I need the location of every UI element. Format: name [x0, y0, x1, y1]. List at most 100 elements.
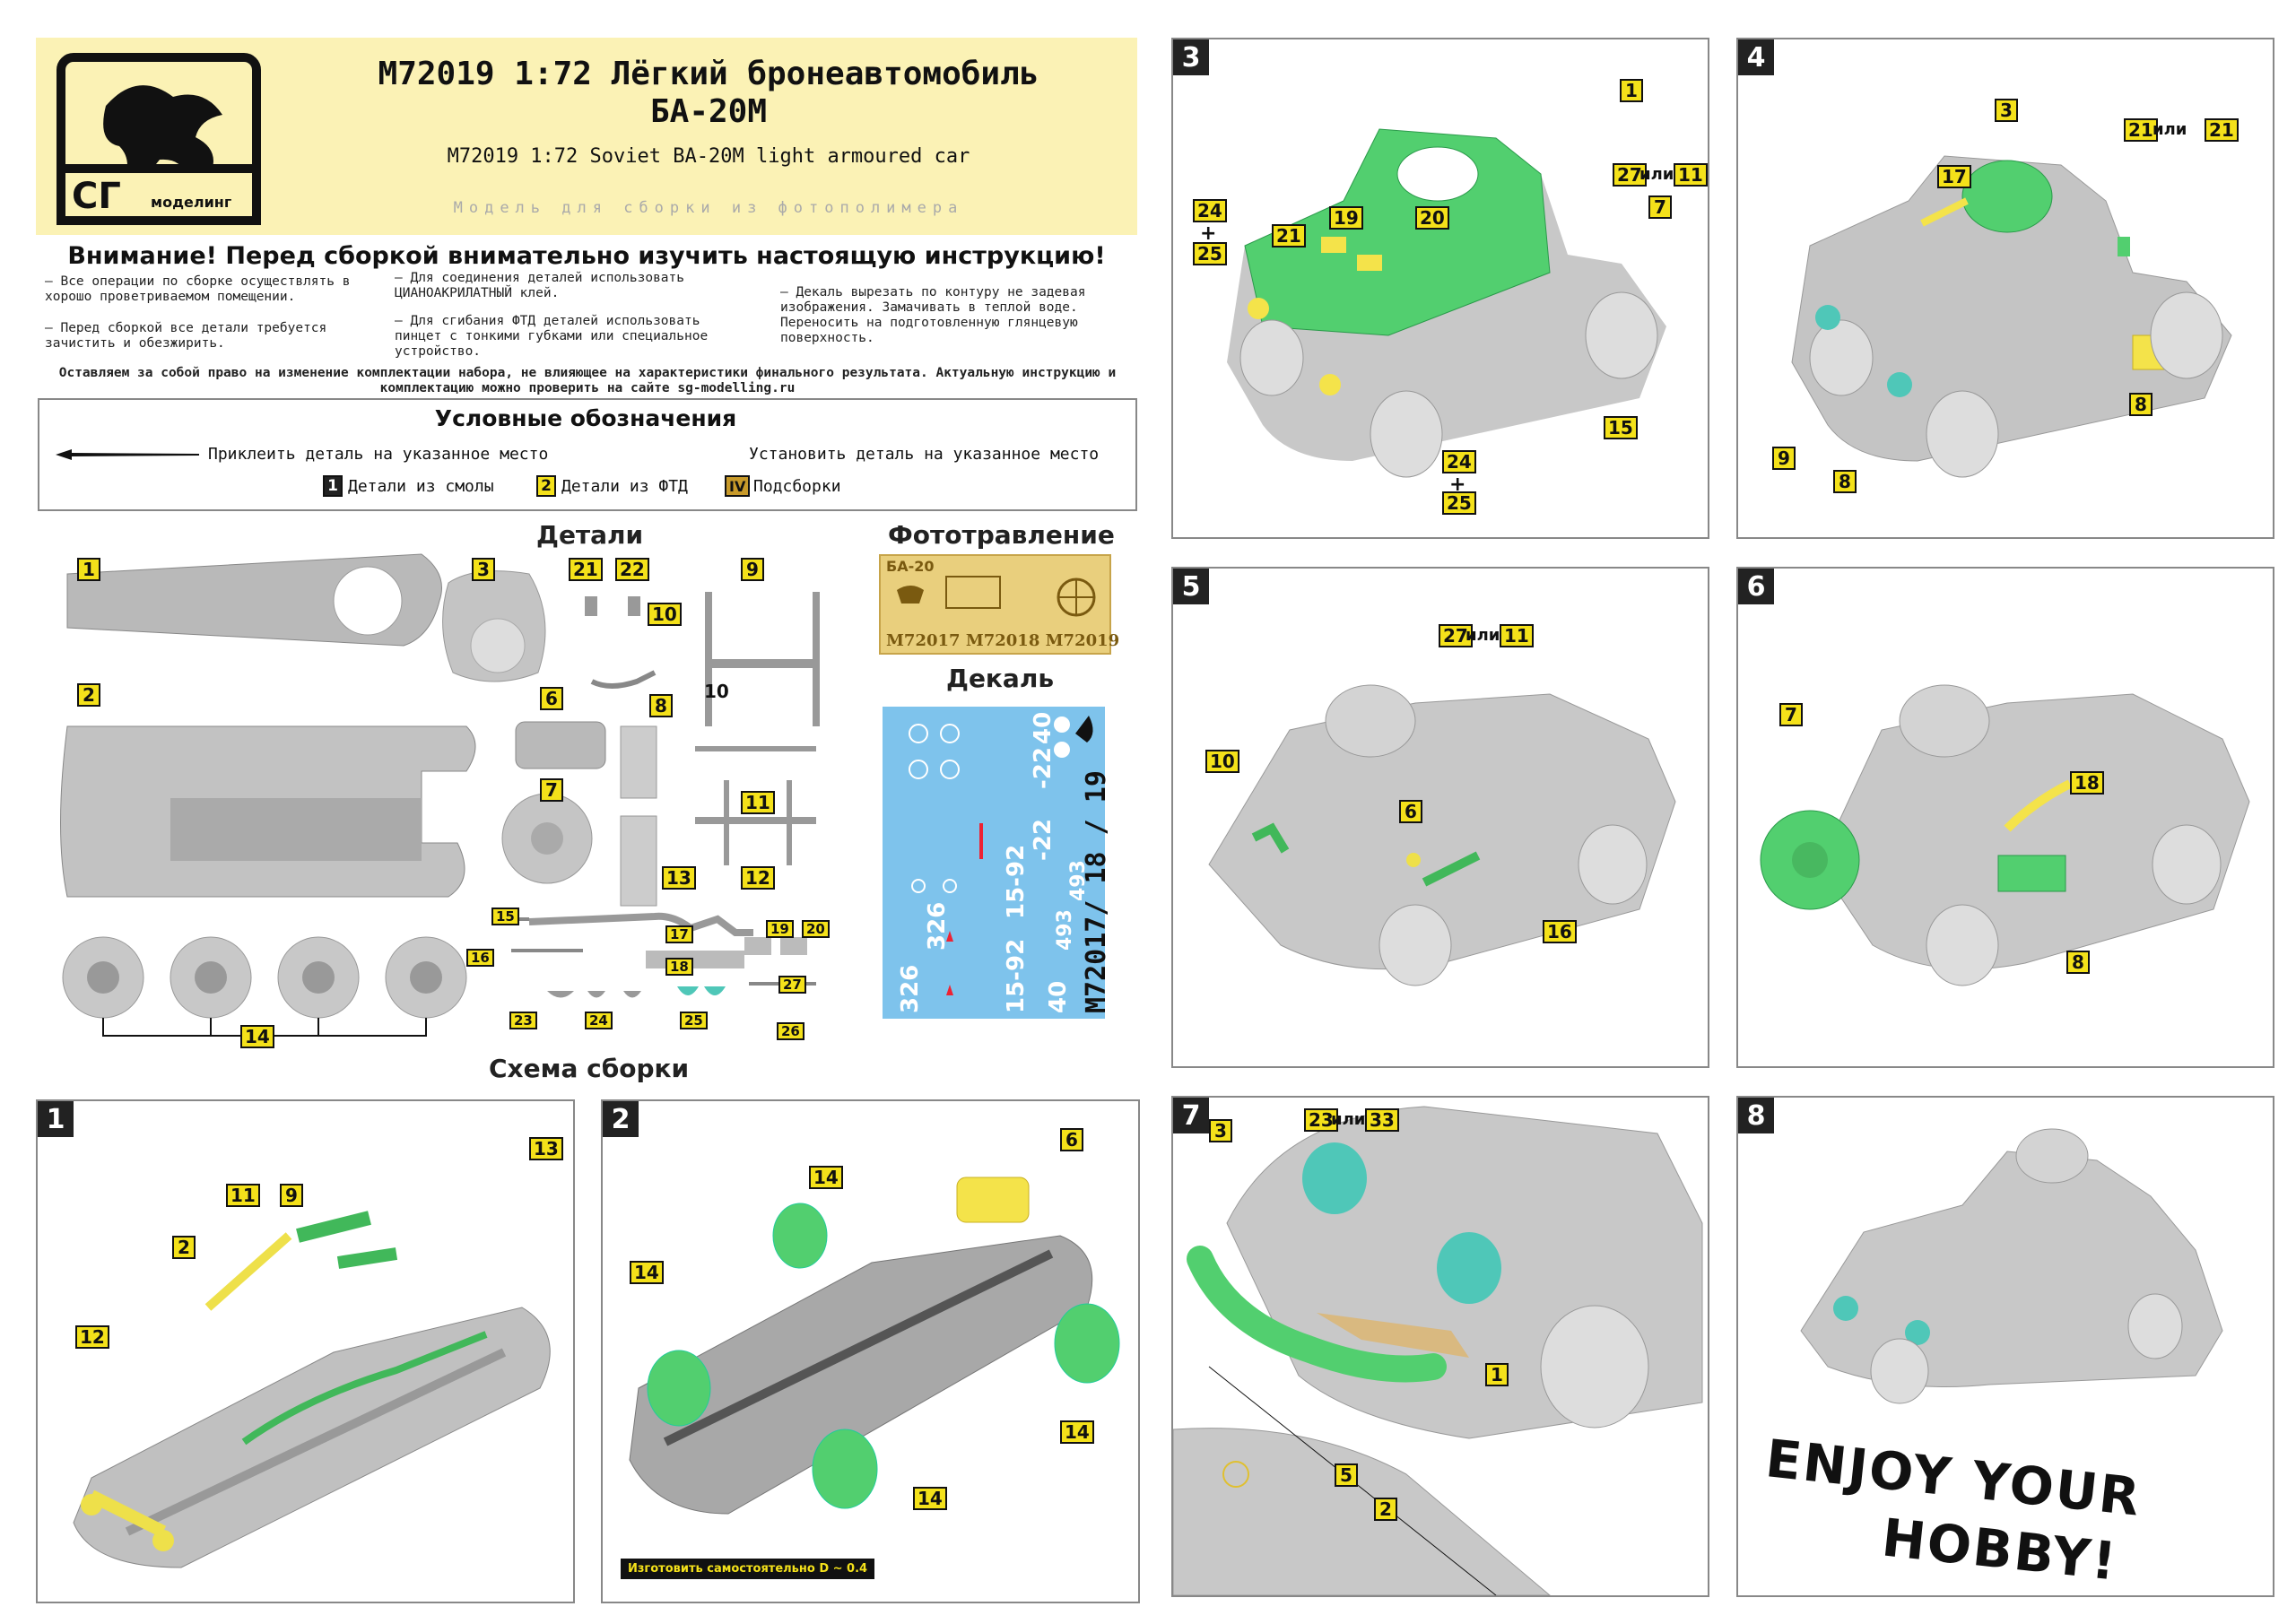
part-tag-26: 26	[777, 1022, 804, 1040]
decal-symbols-icon	[909, 716, 1093, 995]
step-2-chassis-drawing	[629, 1177, 1120, 1515]
decal-sheet	[883, 707, 1105, 1019]
assembly-title: Схема сборки	[489, 1054, 690, 1083]
part-tag-19: 19	[766, 920, 794, 938]
step-8-car-drawing	[1800, 1128, 2223, 1404]
step-3-tag-7: 7	[1648, 195, 1672, 219]
warning-title: Внимание! Перед сборкой внимательно изуч…	[67, 242, 1106, 270]
step-5-tag-11: 11	[1500, 624, 1534, 647]
part-tag-24: 24	[585, 1012, 613, 1029]
part-tag-11: 11	[741, 791, 775, 814]
step-5-panel: 5 27 или 11 10 6 16	[1171, 567, 1709, 1068]
legend-box	[38, 398, 1137, 511]
step-3-plus-a: +	[1200, 222, 1217, 245]
step-7-tag-2: 2	[1374, 1498, 1397, 1521]
step-1-chassis-drawing	[73, 1211, 551, 1568]
step-2-panel: 2 14 6 14 14 14 Изготовить самостоятельн…	[601, 1099, 1140, 1603]
step-4-tag-9: 9	[1772, 447, 1796, 470]
photoetch-codes: M72017 M72018 M72019	[886, 631, 1120, 650]
step-1-panel: 1 11 9 13 2 12	[36, 1099, 575, 1603]
warning-col3-a: – Декаль вырезать по контуру не задевая …	[780, 285, 1086, 345]
step-3-number: 3	[1173, 39, 1209, 75]
step-6-number: 6	[1738, 569, 1774, 604]
legend-pe-tag: 2	[536, 475, 556, 497]
part-tag-7: 7	[540, 778, 563, 802]
step-3-tag-24a: 24	[1193, 199, 1227, 222]
step-6-car-drawing	[1760, 684, 2250, 986]
step-5-car-drawing	[1208, 684, 1676, 986]
step-5-tag-27: 27	[1439, 624, 1473, 647]
warning-col1-b: – Перед сборкой все детали требуется зач…	[45, 321, 327, 351]
step-3-tag-25b: 25	[1442, 491, 1476, 515]
step-1-tag-12: 12	[75, 1325, 109, 1349]
part-tag-25: 25	[680, 1012, 708, 1029]
part-tag-14: 14	[240, 1025, 274, 1048]
step-3-tag-24b: 24	[1442, 450, 1476, 473]
warning-col2-a: – Для соединения деталей использовать ЦИ…	[395, 271, 685, 300]
step-5-tag-6: 6	[1399, 800, 1422, 823]
legend-pe: Детали из ФТД	[561, 477, 688, 496]
logo-letters: СГ	[72, 176, 121, 217]
step-3-car-drawing	[1227, 128, 1666, 478]
step-1-tag-13: 13	[529, 1137, 563, 1160]
step-3-or: или	[1639, 165, 1674, 184]
legend-glue: Приклеить деталь на указанное место	[208, 445, 549, 464]
step-4-panel: 4 3 21 или 21 17 8 9 8	[1736, 38, 2274, 539]
step-7-tag-33: 33	[1365, 1108, 1399, 1132]
photoetch-label: БА-20	[886, 558, 935, 575]
step-1-number: 1	[38, 1101, 74, 1137]
part-tag-27: 27	[778, 976, 806, 994]
part-tag-13: 13	[662, 866, 696, 890]
step-3-tag-1: 1	[1620, 79, 1643, 102]
step-3-tag-20: 20	[1415, 206, 1449, 230]
photoetch-fret	[879, 554, 1111, 655]
title-ru-line2: БА-20М	[649, 93, 768, 130]
step-2-number: 2	[603, 1101, 639, 1137]
step-4-number: 4	[1738, 39, 1774, 75]
part-tag-22: 22	[615, 558, 649, 581]
step-7-front-drawing	[1173, 1106, 1703, 1595]
subtitle: Модель для сборки из фотополимера	[453, 199, 964, 217]
step-6-tag-18: 18	[2070, 771, 2104, 795]
step-7-or: или	[1331, 1110, 1366, 1129]
photoetch-parts-icon	[897, 576, 1096, 617]
part-tag-10a: 10	[648, 603, 682, 626]
step-7-tag-5: 5	[1335, 1463, 1358, 1487]
step-7-tag-1: 1	[1485, 1363, 1509, 1386]
legend-sub-tag: IV	[725, 475, 751, 497]
legend-install: Установить деталь на указанное место	[749, 445, 1100, 464]
part-tag-18: 18	[665, 958, 693, 976]
step-4-tag-8a: 8	[2129, 393, 2152, 416]
part-tag-17: 17	[665, 925, 693, 943]
legend-title: Условные обозначения	[434, 405, 737, 431]
step-5-number: 5	[1173, 569, 1209, 604]
step-2-note: Изготовить самостоятельно D ~ 0.4	[621, 1559, 875, 1579]
step-4-tag-17: 17	[1937, 165, 1971, 188]
step-8-panel: 8 ENJOY YOUR HOBBY!	[1736, 1096, 2274, 1597]
part-tag-2: 2	[77, 683, 100, 707]
part-tag-20: 20	[802, 920, 830, 938]
step-3-tag-25a: 25	[1193, 242, 1227, 265]
step-7-number: 7	[1173, 1098, 1209, 1133]
step-7-tag-23: 23	[1304, 1108, 1338, 1132]
step-6-tag-7: 7	[1779, 703, 1803, 726]
title-ru-line1: M72019 1:72 Лёгкий бронеавтомобиль	[378, 56, 1039, 92]
legend-resin: Детали из смолы	[348, 477, 494, 496]
step-1-tag-2: 2	[172, 1236, 196, 1259]
step-5-or: или	[1465, 626, 1500, 645]
step-4-tag-21a: 21	[2124, 118, 2158, 142]
part-tag-9: 9	[741, 558, 764, 581]
warning-rights: Оставляем за собой право на изменение ко…	[58, 366, 1117, 395]
step-2-tag-14b: 14	[630, 1261, 664, 1284]
photoetch-title: Фототравление	[888, 520, 1115, 550]
step-4-tag-3: 3	[1995, 99, 2018, 122]
part-tag-1: 1	[77, 558, 100, 581]
step-3-tag-15: 15	[1604, 416, 1638, 439]
step-5-tag-16: 16	[1543, 920, 1577, 943]
legend-sub: Подсборки	[753, 477, 841, 496]
part-tag-15: 15	[491, 908, 519, 925]
glue-arrow-icon	[56, 449, 199, 460]
step-3-panel: 3 1 27 или 11 7 19 20 21 24 + 25 15 24 +…	[1171, 38, 1709, 539]
part-tag-21: 21	[569, 558, 603, 581]
step-7-panel: 7 3 23 или 33 1 5 2	[1171, 1096, 1709, 1597]
